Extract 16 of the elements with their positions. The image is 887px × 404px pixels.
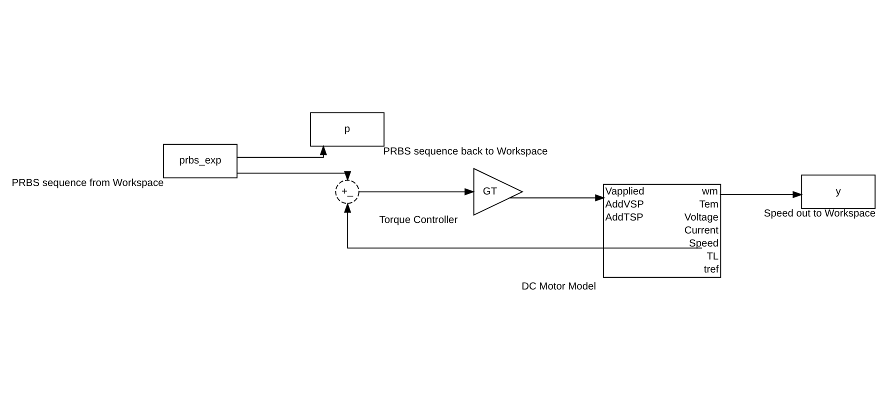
arrow <box>509 194 606 201</box>
arrow <box>236 144 327 158</box>
arrow <box>719 190 803 198</box>
arrow <box>358 188 475 195</box>
node-box: y <box>801 174 876 208</box>
node-box: prbs_exp <box>163 143 238 178</box>
arrow <box>236 170 352 181</box>
node-label: Speed out to Workspace <box>764 208 876 220</box>
node-circle: +_ <box>335 179 360 204</box>
node-label: Torque Controller <box>379 214 458 226</box>
node-label: PRBS sequence back to Workspace <box>383 146 548 157</box>
node-box: p <box>310 112 384 146</box>
node-label: DC Motor Model <box>522 280 596 292</box>
node-label: PRBS sequence from Workspace <box>12 178 164 189</box>
arrow <box>344 202 702 248</box>
node-box: Vapplied wm AddVSP Tem AddTSP Voltage Current Speed TL tref <box>602 183 722 278</box>
